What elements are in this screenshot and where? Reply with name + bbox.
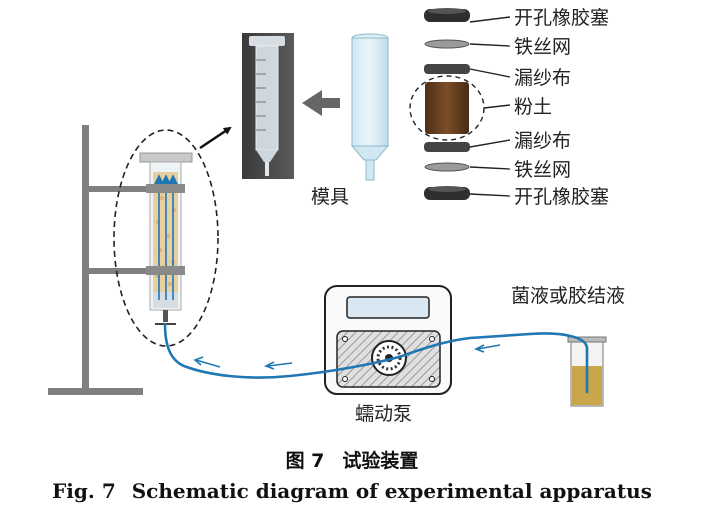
tubing [163, 322, 589, 394]
caption-cn-title: 试验装置 [342, 450, 419, 472]
label-mesh-top: 铁丝网 [514, 36, 571, 58]
stand-rod [82, 125, 89, 393]
label-gauze-bottom: 漏纱布 [514, 130, 571, 152]
retort-stand [48, 125, 164, 395]
caption-en-title: Schematic diagram of experimental appara… [131, 479, 652, 503]
silt-sample-block [425, 82, 469, 134]
label-mold: 模具 [311, 186, 349, 208]
peristaltic-pump [324, 285, 452, 395]
column-outlet [163, 310, 168, 322]
leader-lines [469, 16, 511, 197]
stand-arm-upper [82, 186, 164, 192]
wire-mesh-top [424, 39, 470, 49]
figure-caption-cn: 图 7 试验装置 [0, 446, 704, 473]
mold-to-syringe-arrow [302, 90, 340, 116]
pump-display [346, 296, 430, 319]
label-stopper-bottom: 开孔橡胶塞 [514, 186, 609, 208]
wire-mesh-bottom [424, 162, 470, 172]
gauze-bottom [424, 142, 470, 152]
label-pump: 蠕动泵 [355, 403, 412, 425]
exploded-components [409, 8, 485, 200]
mold-cylinder [350, 33, 390, 181]
tube-flow-arrows [193, 344, 501, 370]
stand-base [48, 388, 143, 395]
label-mesh-bottom: 铁丝网 [514, 159, 571, 181]
sample-column [139, 152, 193, 325]
figure-caption-en: Fig. 7 Schematic diagram of experimental … [0, 479, 704, 503]
flow-arrows-up [153, 174, 179, 300]
label-silt: 粉土 [514, 96, 552, 118]
column-top-plate [139, 152, 193, 163]
column-detail-ellipse [113, 129, 219, 347]
caption-cn-number: 图 7 [285, 450, 325, 472]
caption-en-number: Fig. 7 [52, 479, 116, 503]
label-solution: 菌液或胶结液 [511, 285, 625, 307]
label-gauze-top: 漏纱布 [514, 67, 571, 89]
syringe-photo [242, 33, 294, 179]
gauze-top [424, 64, 470, 74]
detail-pointer-arrow [199, 126, 232, 150]
label-stopper-top: 开孔橡胶塞 [514, 7, 609, 29]
column-clamps [146, 184, 185, 275]
stand-arm-lower [82, 268, 164, 274]
